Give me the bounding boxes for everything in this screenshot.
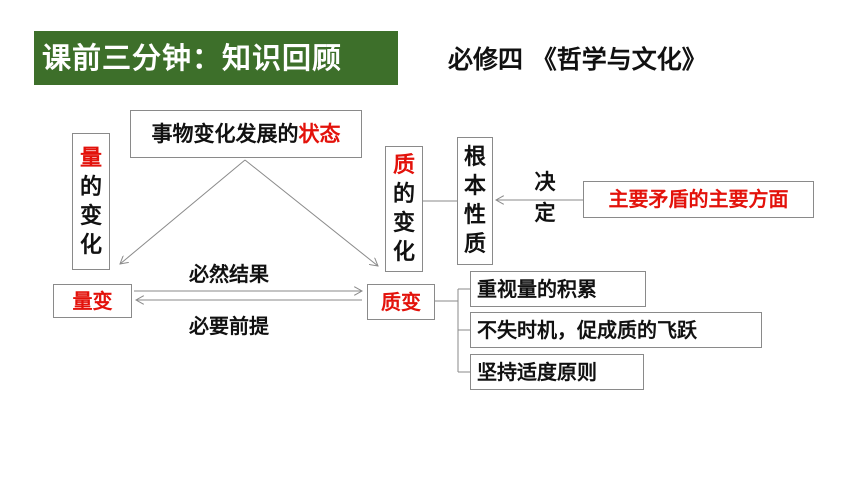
arrow-state-to-quantity — [120, 159, 246, 264]
nature-char-1: 本 — [463, 174, 486, 199]
state-box-prefix: 事物变化发展的 — [151, 122, 299, 146]
qualitative-change-char-2: 变 — [392, 211, 415, 236]
implication-item-1: 重视量的积累 — [470, 271, 646, 307]
determine-char-1: 定 — [534, 201, 556, 225]
main-aspect-box: 主要矛盾的主要方面 — [583, 181, 814, 218]
determine-char-0: 决 — [534, 170, 556, 194]
nature-char-2: 性 — [463, 203, 486, 228]
qualitative-change-char-0: 质 — [392, 153, 415, 178]
subtitle: 必修四 《哲学与文化》 — [448, 45, 707, 74]
quantitative-change-char-0: 量 — [79, 145, 102, 171]
implication-item-2: 不失时机，促成质的飞跃 — [470, 312, 762, 348]
title-banner: 课前三分钟：知识回顾 — [34, 31, 398, 85]
state-box-highlight: 状态 — [298, 122, 341, 146]
quantitative-change-box: 量 的 变 化 — [72, 133, 110, 270]
implication-item-3: 坚持适度原则 — [470, 354, 644, 390]
quality-change-box: 质变 — [367, 284, 435, 320]
qualitative-change-char-1: 的 — [392, 182, 415, 207]
arrow-state-to-quality — [244, 159, 378, 266]
necessary-premise-label: 必要前提 — [189, 314, 269, 338]
determine-label: 决 定 — [532, 167, 558, 229]
necessary-result-label: 必然结果 — [189, 262, 269, 286]
quantitative-change-char-3: 化 — [79, 232, 102, 258]
quantitative-change-char-1: 的 — [79, 174, 102, 200]
nature-char-3: 质 — [463, 232, 486, 257]
quantitative-change-char-2: 变 — [79, 203, 102, 229]
quantity-change-box: 量变 — [53, 284, 132, 318]
state-box: 事物变化发展的状态 — [130, 110, 362, 158]
nature-char-0: 根 — [463, 145, 486, 170]
fundamental-nature-box: 根 本 性 质 — [457, 137, 493, 265]
qualitative-change-box: 质 的 变 化 — [385, 146, 423, 272]
qualitative-change-char-3: 化 — [392, 240, 415, 265]
